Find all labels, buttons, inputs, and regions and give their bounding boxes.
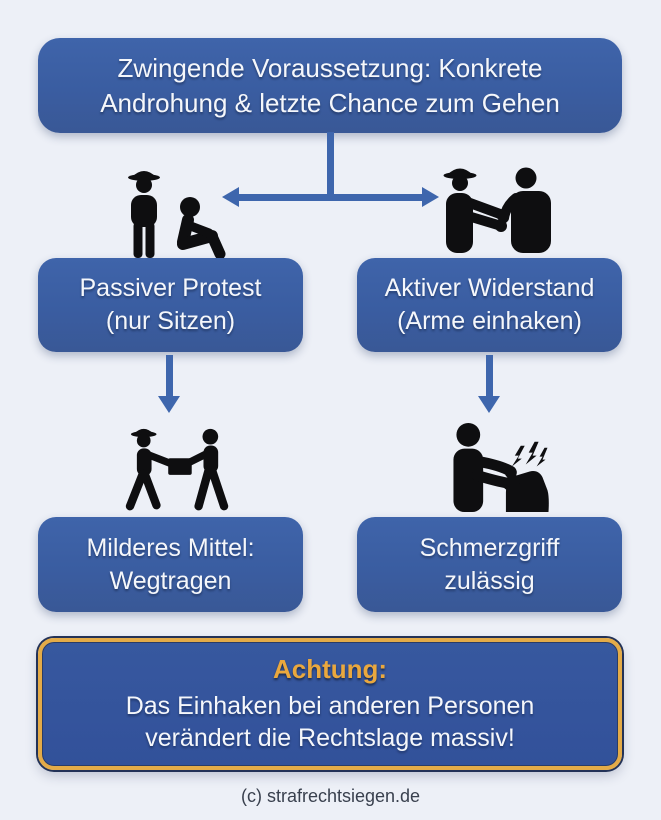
active-resistance-line-2: (Arme einhaken)	[397, 307, 582, 335]
active-resistance-line-1: Aktiver Widerstand	[384, 274, 595, 302]
pain-grip-allowed-line-1: Schmerzgriff	[419, 533, 560, 562]
warning-box: Achtung: Das Einhaken bei anderen Person…	[38, 638, 622, 770]
milder-means-box: Milderes Mittel: Wegtragen	[38, 517, 303, 612]
pain-grip-allowed-box: Schmerzgriff zulässig	[357, 517, 622, 612]
passive-protest-line-2: (nur Sitzen)	[105, 307, 236, 335]
arrowhead-down-left-icon	[158, 396, 180, 413]
milder-means-line-1: Milderes Mittel:	[86, 533, 255, 562]
pain-grip-allowed-line-2: zulässig	[444, 566, 535, 595]
arrowhead-left-icon	[222, 187, 239, 207]
right-down-arrow-line	[486, 355, 493, 398]
copyright-credit: (c) strafrechtsiegen.de	[240, 786, 421, 806]
milder-means-line-2: Wegtragen	[109, 566, 232, 595]
active-resistance-box: Aktiver Widerstand (Arme einhaken)	[357, 258, 622, 352]
arrowhead-down-right-icon	[478, 396, 500, 413]
branch-connector-vertical-line	[327, 132, 334, 198]
warning-body-line-1: Das Einhaken bei anderen Personen	[125, 691, 535, 720]
arrowhead-right-icon	[422, 187, 439, 207]
passive-protest-box: Passiver Protest (nur Sitzen)	[38, 258, 303, 352]
officers-carrying-protester-icon	[116, 420, 241, 516]
police-officer-grabbing-arm-icon	[428, 158, 563, 258]
root-condition-line-1: Zwingende Voraussetzung: Konkrete	[117, 53, 543, 84]
pain-grip-on-hand-icon	[443, 418, 553, 515]
left-down-arrow-line	[166, 355, 173, 398]
warning-body-line-2: verändert die Rechtslage massiv!	[145, 724, 515, 753]
warning-title: Achtung:	[272, 654, 388, 685]
branch-connector-horizontal-line	[238, 194, 424, 201]
root-condition-line-2: Androhung & letzte Chance zum Gehen	[100, 87, 560, 118]
passive-protest-line-1: Passiver Protest	[79, 274, 262, 302]
police-officer-with-sitting-protester-icon	[112, 162, 252, 260]
root-condition-box: Zwingende Voraussetzung: Konkrete Androh…	[38, 38, 622, 133]
